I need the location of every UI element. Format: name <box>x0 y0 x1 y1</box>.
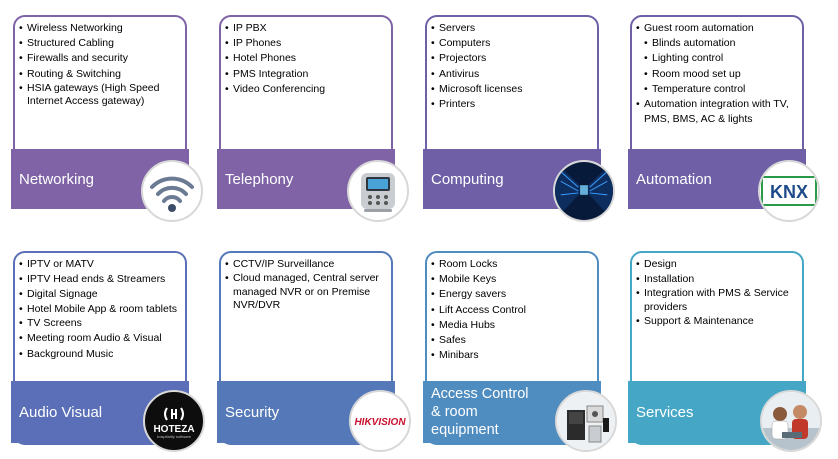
list-item: Temperature control <box>636 82 802 97</box>
list-item: Minibars <box>431 348 597 363</box>
conference-phone-icon <box>361 173 395 212</box>
security-icon-circle: HIKVISION <box>349 390 411 452</box>
knx-logo-text: KNX <box>770 182 808 202</box>
list-item: Support & Maintenance <box>636 314 802 329</box>
list-item: IPTV Head ends & Streamers <box>19 272 185 287</box>
room-equipment-icon <box>557 392 615 450</box>
list-item: Projectors <box>431 51 597 66</box>
list-item: Design <box>636 257 802 272</box>
audio-visual-icon-circle: HOTEZA hospitality software <box>143 390 205 452</box>
list-item: IPTV or MATV <box>19 257 185 272</box>
list-item: Safes <box>431 333 597 348</box>
list-item: Digital Signage <box>19 287 185 302</box>
list-item: Background Music <box>19 347 185 362</box>
list-item: Room mood set up <box>636 67 802 82</box>
security-title: Security <box>225 403 280 421</box>
list-item: Structured Cabling <box>19 36 185 51</box>
hoteza-logo-subtext: hospitality software <box>157 434 192 439</box>
hikvision-logo-text: HIKVISION <box>354 417 406 428</box>
hikvision-logo-icon: HIKVISION <box>354 417 406 428</box>
list-item: Automation integration with TV, PMS, BMS… <box>636 97 802 127</box>
list-item: Lighting control <box>636 51 802 66</box>
hoteza-logo-icon: HOTEZA hospitality software <box>153 407 195 439</box>
list-item: Installation <box>636 272 802 287</box>
list-item: Mobile Keys <box>431 272 597 287</box>
list-item: TV Screens <box>19 316 185 331</box>
list-item: Servers <box>431 21 597 36</box>
audio-visual-title: Audio Visual <box>19 403 103 421</box>
knx-logo-icon: KNX <box>761 176 817 206</box>
telephony-icon-circle <box>347 160 409 222</box>
list-item: Room Locks <box>431 257 597 272</box>
list-item: Hotel Mobile App & room tablets <box>19 303 185 317</box>
list-item: Microsoft licenses <box>431 82 597 97</box>
list-item: Cloud managed, Central server managed NV… <box>225 272 391 313</box>
list-item: Computers <box>431 36 597 51</box>
list-item: Video Conferencing <box>225 82 391 97</box>
access-control-title: Access Control & room equipment <box>431 386 529 438</box>
list-item: Energy savers <box>431 287 597 302</box>
services-title: Services <box>636 403 694 421</box>
list-item: Wireless Networking <box>19 21 185 36</box>
computing-icon-circle <box>553 160 615 222</box>
list-item: Guest room automation <box>636 21 802 36</box>
list-item: IP Phones <box>225 36 391 51</box>
computing-title: Computing <box>431 170 504 188</box>
support-team-icon <box>762 392 820 450</box>
list-item: Media Hubs <box>431 318 597 333</box>
telephony-title: Telephony <box>225 170 294 188</box>
list-item: Blinds automation <box>636 36 802 51</box>
list-item: PMS Integration <box>225 67 391 82</box>
list-item: CCTV/IP Surveillance <box>225 257 391 272</box>
list-item: Meeting room Audio & Visual <box>19 331 185 346</box>
list-item: Printers <box>431 97 597 112</box>
list-item: Firewalls and security <box>19 51 185 66</box>
services-icon-circle <box>760 390 822 452</box>
list-item: Lift Access Control <box>431 303 597 318</box>
automation-title: Automation <box>636 170 712 188</box>
list-item: Antivirus <box>431 67 597 82</box>
list-item: Routing & Switching <box>19 67 185 82</box>
list-item: Hotel Phones <box>225 51 391 66</box>
list-item: IP PBX <box>225 21 391 36</box>
server-room-icon <box>555 162 613 220</box>
list-item: HSIA gateways (High Speed Internet Acces… <box>19 82 185 108</box>
hoteza-logo-text: HOTEZA <box>153 424 194 435</box>
networking-icon-circle <box>141 160 203 222</box>
networking-title: Networking <box>19 170 95 188</box>
wifi-icon <box>150 176 194 212</box>
access-control-icon-circle <box>555 390 617 452</box>
automation-icon-circle: KNX <box>758 160 820 222</box>
list-item: Integration with PMS & Service providers <box>636 287 802 314</box>
